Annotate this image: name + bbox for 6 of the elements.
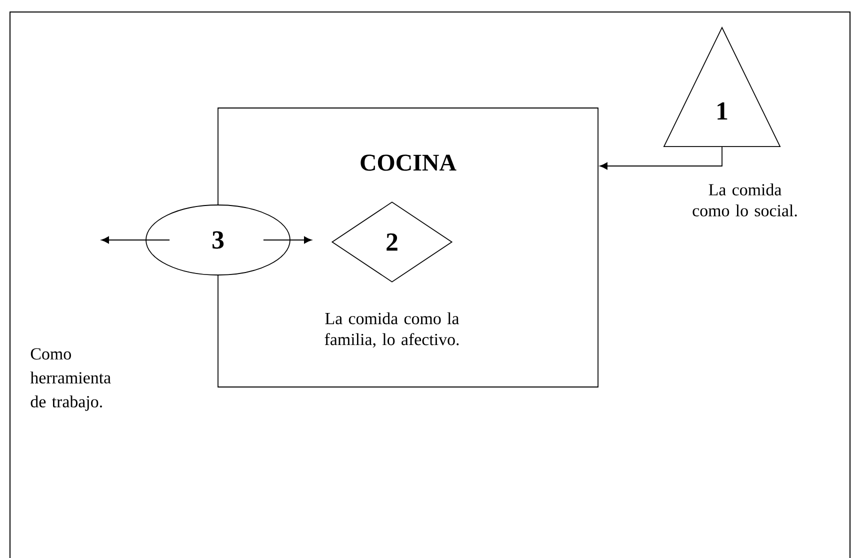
arrow — [101, 236, 170, 244]
arrow — [263, 236, 312, 244]
side-note: Como herramienta de trabajo. — [30, 348, 111, 411]
arrow — [600, 146, 722, 170]
caption-text: La comida como lo social. — [692, 184, 797, 216]
caption-text: La comida como la familia, lo afectivo. — [324, 312, 460, 348]
